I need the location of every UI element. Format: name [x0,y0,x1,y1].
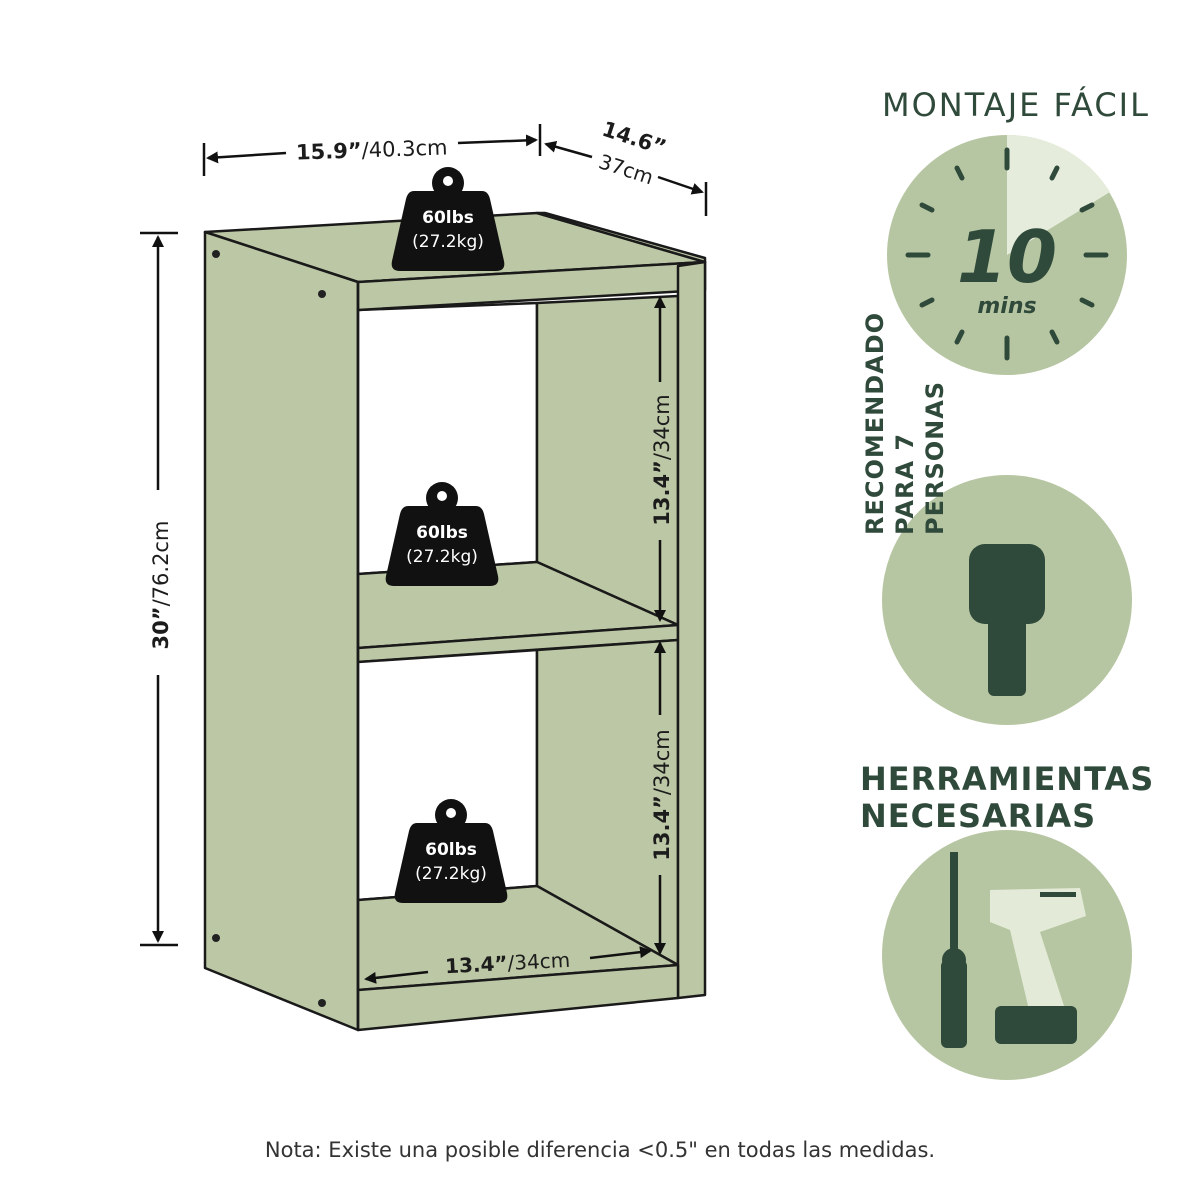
svg-text:RECOMENDADO: RECOMENDADO [861,312,889,535]
dimension-lines [140,124,708,984]
dimension-labels: 15.9”/40.3cm 14.6” 37cm 30”/76.2cm 13.4”… [149,117,674,978]
timer-unit: mins [977,294,1036,319]
svg-text:(27.2kg): (27.2kg) [406,547,478,567]
tools-title-line1: HERRAMIENTAS [860,760,1155,798]
weight-icon: 60lbs (27.2kg) [394,799,508,903]
tools-badge [882,830,1132,1080]
svg-text:(27.2kg): (27.2kg) [412,232,484,252]
svg-text:60lbs: 60lbs [425,840,477,860]
svg-text:60lbs: 60lbs [422,208,474,228]
weight-icon: 60lbs (27.2kg) [391,167,505,271]
tools-title-line2: NECESARIAS [860,797,1097,835]
left-side-panel [203,230,360,1032]
svg-text:PARA 7: PARA 7 [891,433,919,535]
bookcase-illustration [203,211,707,1032]
screwdriver-icon [941,852,967,1048]
svg-text:60lbs: 60lbs [416,523,468,543]
front-right-stile [676,260,707,1000]
height-label: 30”/76.2cm [149,521,173,650]
svg-text:(27.2kg): (27.2kg) [415,864,487,884]
width-label: 15.9”/40.3cm [296,135,448,164]
lower-cube-label: 13.4”/34cm [650,729,674,860]
assembly-title: MONTAJE FÁCIL [882,86,1150,124]
recommended-badge [882,475,1132,725]
recommended-label: RECOMENDADO PARA 7 PERSONAS [861,312,949,535]
svg-text:PERSONAS: PERSONAS [921,381,949,535]
hammer-icon [969,544,1045,696]
footer-note: Nota: Existe una posible diferencia <0.5… [264,1138,936,1162]
back-edge [535,211,707,264]
timer-minutes: 10 [957,215,1057,299]
timer-badge: 10 mins [887,134,1127,375]
weight-icon: 60lbs (27.2kg) [385,482,499,586]
inner-width-label: 13.4”/34cm [445,948,571,979]
drill-icon [990,888,1086,1044]
depth-cm-label: 37cm [596,149,657,189]
upper-cube-label: 13.4”/34cm [650,394,674,525]
